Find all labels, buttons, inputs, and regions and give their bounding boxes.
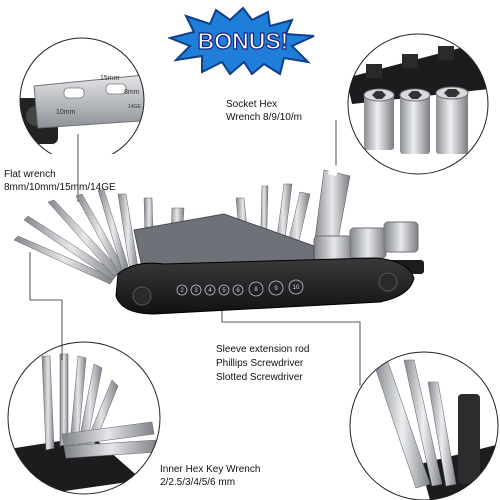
hex-key-closeup — [7, 341, 161, 495]
hex-key-line — [29, 252, 63, 360]
body-number: 4 — [208, 288, 212, 294]
screwdriver-closeup — [349, 351, 499, 500]
socket-10 — [435, 86, 469, 154]
wrench-marking-right: 8mm — [124, 89, 140, 96]
hex-key-label-line1: Inner Hex Key Wrench — [160, 464, 261, 475]
socket-closeup — [347, 33, 489, 175]
closeup-ring — [349, 351, 499, 500]
pivot-right — [378, 272, 398, 292]
hex-keys — [41, 353, 159, 459]
wrench-marking-mid: 15mm — [100, 75, 120, 82]
socket-label-line2: Wrench 8/9/10/m — [226, 112, 302, 123]
body-number: 5 — [222, 288, 226, 294]
hex-key-label-line2: 2/2.5/3/4/5/6 mm — [160, 477, 236, 488]
hex-key-label: Inner Hex Key Wrench 2/2.5/3/4/5/6 mm — [160, 463, 260, 489]
tool-body — [115, 257, 415, 315]
wrench-marking-left: 10mm — [56, 109, 76, 116]
body-number: 3 — [194, 288, 198, 294]
bonus-badge: BONUS! — [168, 6, 315, 76]
multi-tool-main: 2 3 4 5 6 8 9 10 — [14, 164, 424, 315]
socket-9 — [399, 88, 431, 154]
sleeve-label-line1: Sleeve extension rod — [216, 344, 310, 355]
body-size-markings — [176, 279, 304, 297]
body-number: 2 — [180, 288, 184, 294]
sleeve-label: Sleeve extension rod Phillips Screwdrive… — [216, 343, 309, 385]
sleeve-label-line2: Phillips Screwdriver — [216, 358, 304, 369]
fanned-hex-keys — [14, 189, 185, 285]
bonus-text: BONUS! — [198, 28, 289, 54]
body-number: 6 — [236, 288, 240, 294]
sleeve-label-line3: Slotted Screwdriver — [216, 372, 303, 383]
closeup-ring — [347, 33, 489, 175]
socket-8 — [363, 88, 395, 150]
closeup-ring — [19, 37, 145, 154]
extension-rod — [427, 381, 457, 487]
socket-label: Socket Hex Wrench 8/9/10/m — [226, 98, 302, 124]
flat-wrench-label-line2: 8mm/10mm/15mm/14GE — [4, 182, 116, 193]
sleeve-line — [221, 300, 361, 386]
socket-label-line1: Socket Hex — [226, 99, 278, 110]
flat-wrench-closeup: 10mm 15mm 8mm 14GE — [19, 37, 145, 154]
wrench-marking-small: 14GE — [128, 104, 141, 110]
flat-wrench-label: Flat wrench 8mm/10mm/15mm/14GE — [4, 168, 116, 194]
closeup-ring — [7, 341, 161, 495]
flat-wrench-label-line1: Flat wrench — [4, 169, 56, 180]
body-number: 8 — [254, 287, 258, 293]
body-number: 10 — [293, 285, 300, 291]
phillips-screwdriver-bit — [403, 359, 443, 487]
bonus-burst-shape — [168, 6, 315, 76]
pivot-left — [132, 286, 152, 306]
body-number: 9 — [274, 286, 278, 292]
